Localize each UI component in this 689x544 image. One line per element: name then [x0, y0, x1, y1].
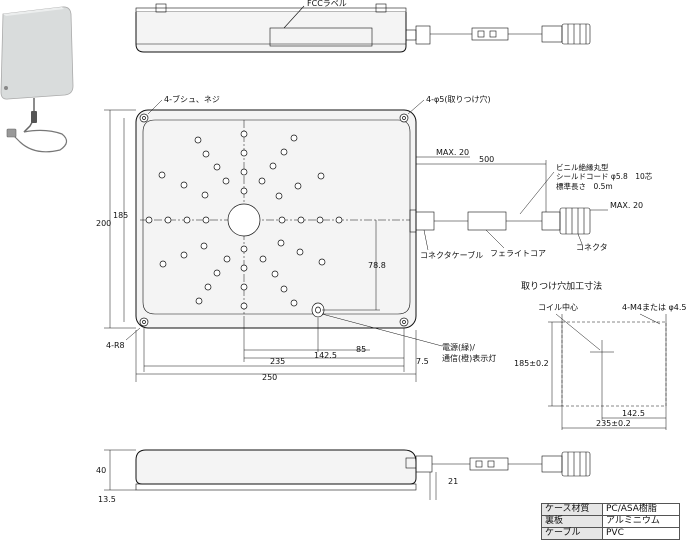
mount-dim-235-label: 235±0.2 [596, 419, 631, 428]
spec-value: PVC [602, 527, 680, 540]
front-view [135, 109, 591, 329]
spec-key: ケース材質 [541, 503, 603, 516]
indicator-label-line1: 電源(緑)/ [442, 342, 475, 352]
ferrite-core-label: フェライトコア [490, 249, 546, 258]
spec-table: ケース材質 PC/ASA樹脂 裏板 アルミニウム ケーブル PVC [541, 503, 680, 540]
cable-spec-line1: ビニル絶縁丸型 [556, 162, 609, 172]
bottom-view: 40 13.5 21 [96, 449, 591, 504]
dim-235-label: 235 [270, 357, 285, 366]
dim-78-8-label: 78.8 [368, 261, 386, 270]
mount-hole-label: 4-φ5(取りつけ穴) [426, 94, 491, 104]
spec-row: 裏板 アルミニウム [541, 515, 680, 528]
connector-label: コネクタ [576, 243, 608, 252]
front-view-dimensions: 4-ブシュ、ネジ 4-φ5(取りつけ穴) MAX. 20 500 ビニル絶縁丸型… [96, 94, 653, 382]
spec-key: ケーブル [541, 527, 603, 540]
max20-connector-label: MAX. 20 [610, 201, 643, 210]
indicator-label-line2: 通信(橙)表示灯 [442, 353, 496, 363]
spec-key: 裏板 [541, 515, 603, 528]
dim-185-label: 185 [113, 211, 128, 220]
dim-40-label: 40 [96, 466, 106, 475]
cable-spec-line2: シールドコード φ5.8 10芯 [556, 171, 653, 181]
dim-85-label: 85 [356, 345, 366, 354]
dim-250-label: 250 [262, 373, 277, 382]
mount-dim-142-5-label: 142.5 [622, 409, 645, 418]
bushing-screw-label: 4-ブシュ、ネジ [164, 94, 220, 104]
mount-holes-label: 4-M4または φ4.5 [622, 303, 687, 312]
dim-13-5-label: 13.5 [98, 495, 116, 504]
spec-value: PC/ASA樹脂 [602, 503, 680, 516]
coil-center-label: コイル中心 [538, 302, 578, 312]
spec-row: ケーブル PVC [541, 527, 680, 540]
cable-length-label: 500 [479, 155, 494, 164]
mounting-title: 取りつけ穴加工寸法 [521, 280, 602, 292]
dim-142-5-label: 142.5 [314, 351, 337, 360]
dim-200-label: 200 [96, 219, 111, 228]
dim-7-5-label: 7.5 [416, 357, 429, 366]
dot-pattern [145, 130, 343, 310]
mount-dim-185-label: 185±0.2 [514, 359, 549, 368]
connector-cable-label: コネクタケーブル [420, 250, 483, 260]
top-view: FCCラベル [135, 0, 591, 53]
spec-value: アルミニウム [602, 515, 680, 528]
mounting-hole-drawing: 取りつけ穴加工寸法 コイル中心 4-M4または φ4.5 185±0.2 142… [514, 280, 687, 430]
dim-21-label: 21 [448, 477, 458, 486]
fcc-label-text: FCCラベル [307, 0, 347, 8]
cable-spec-line3: 標準長さ 0.5m [556, 181, 613, 191]
product-photo [0, 6, 74, 153]
spec-row: ケース材質 PC/ASA樹脂 [541, 503, 680, 516]
corner-radius-label: 4-R8 [106, 341, 125, 350]
max20-top-label: MAX. 20 [436, 148, 469, 157]
